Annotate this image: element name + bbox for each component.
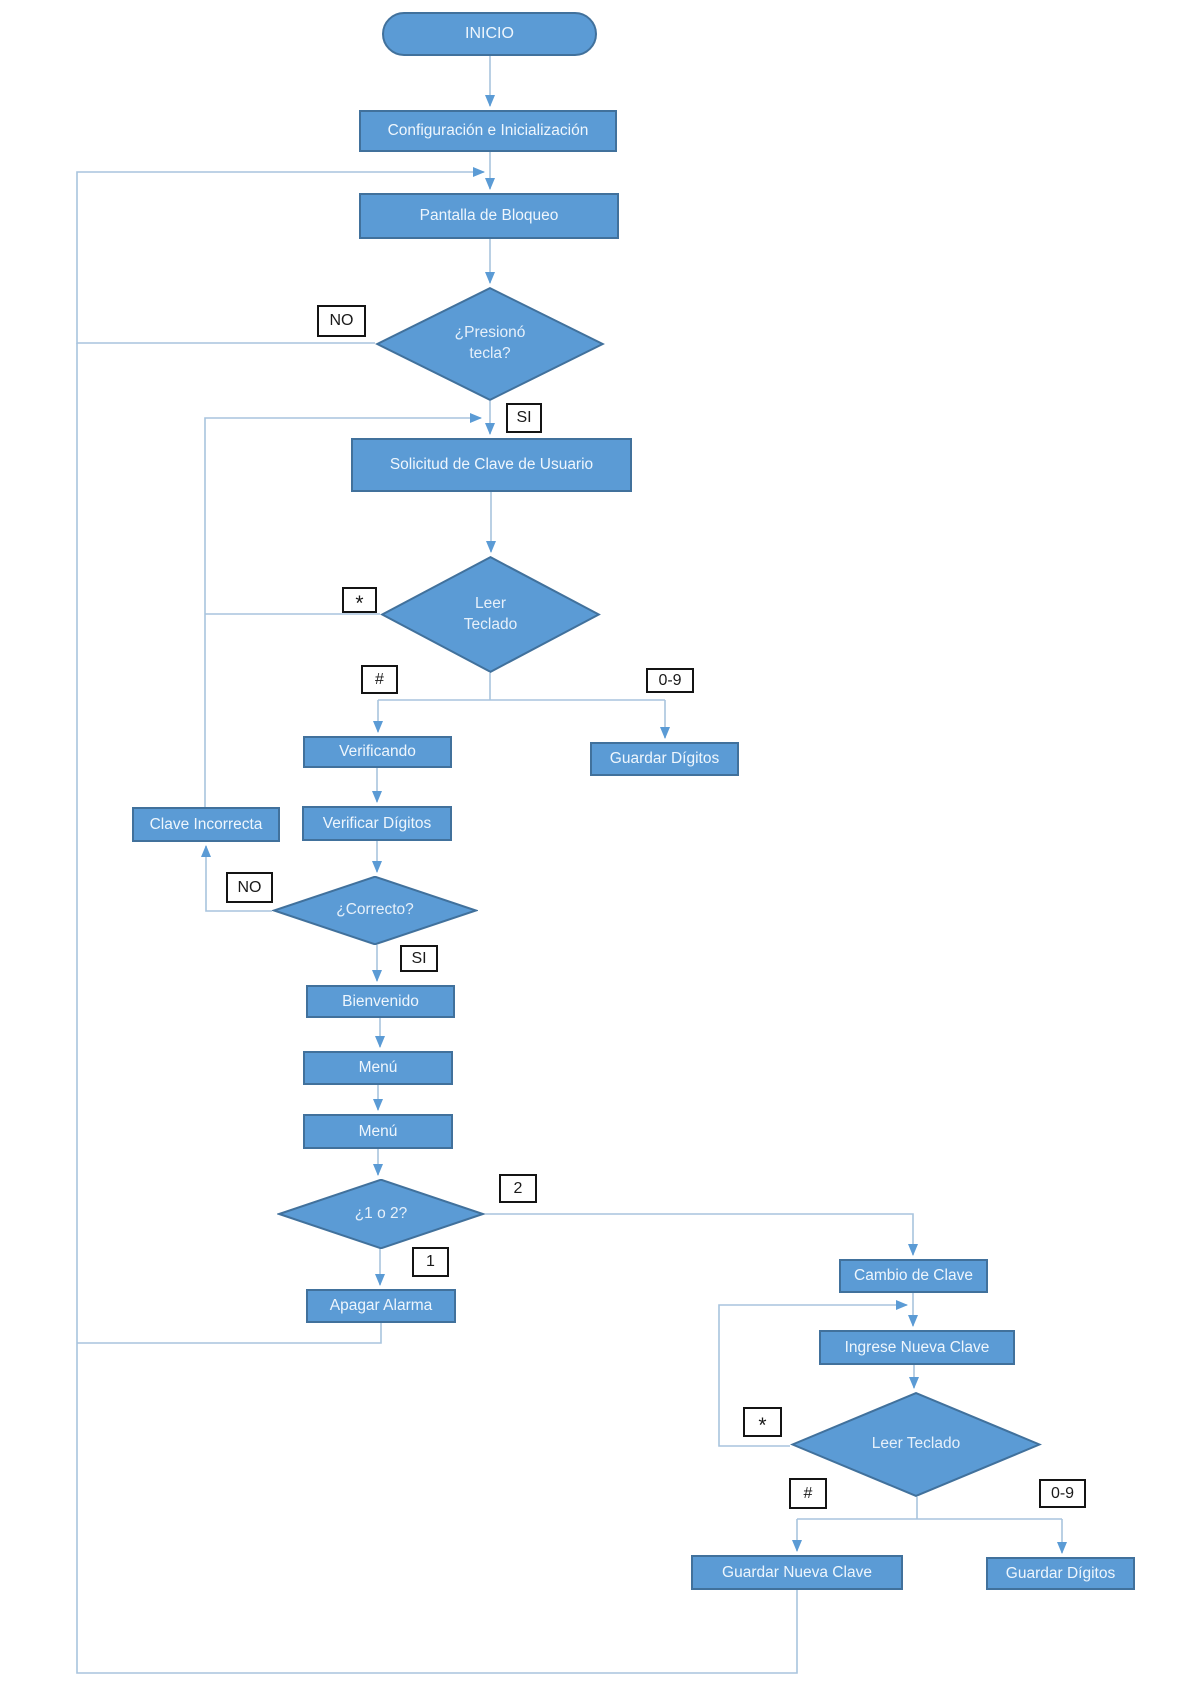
decision-correcto-label: ¿Correcto? [336, 901, 414, 919]
node-guardar-digitos-1: Guardar Dígitos [590, 742, 739, 776]
node-apagar-alarma: Apagar Alarma [306, 1289, 456, 1323]
edge-label-1: 1 [412, 1247, 449, 1277]
edge-unodos-cambio [485, 1213, 918, 1256]
edge-label-hash-1: # [361, 665, 398, 694]
edge-label-2: 2 [499, 1174, 537, 1203]
node-verificando: Verificando [303, 736, 452, 768]
edge-label-star-2: * [743, 1407, 782, 1437]
edge-label-no-1: NO [317, 305, 366, 337]
node-bienvenido: Bienvenido [306, 985, 455, 1018]
edge-apagar-loop [77, 1323, 382, 1344]
diamond-shape [272, 876, 478, 945]
node-configuracion-inicializacion: Configuración e Inicialización [359, 110, 617, 152]
node-verificar-digitos: Verificar Dígitos [302, 806, 452, 841]
edge-correcto-no [201, 845, 272, 912]
edge-label-si-1: SI [506, 403, 542, 433]
edge-label-hash-2: # [789, 1478, 827, 1509]
decision-presiono-line1: ¿Presionó [454, 324, 526, 342]
node-guardar-digitos-2: Guardar Dígitos [986, 1557, 1135, 1590]
node-menu-1: Menú [303, 1051, 453, 1085]
edge-star2-return [718, 1300, 908, 1447]
decision-leer1-line1: Leer [474, 594, 507, 612]
edge-label-digits-2: 0-9 [1039, 1479, 1086, 1508]
diamond-shape [790, 1392, 1042, 1497]
node-guardar-nueva-clave: Guardar Nueva Clave [691, 1555, 903, 1590]
decision-leer-teclado-1: Leer Teclado [380, 556, 601, 673]
node-ingrese-nueva-clave: Ingrese Nueva Clave [819, 1330, 1015, 1365]
node-clave-incorrecta: Clave Incorrecta [132, 807, 280, 842]
edge-label-no-2: NO [226, 872, 273, 903]
edge-no-return-loop [76, 167, 485, 344]
diamond-shape [380, 556, 601, 673]
edge-clave-incorrecta-return [204, 413, 482, 807]
diamond-shape [277, 1179, 485, 1249]
edge-bottom-loop [76, 343, 798, 1674]
node-pantalla-de-bloqueo: Pantalla de Bloqueo [359, 193, 619, 239]
decision-leer-teclado-2: Leer Teclado [790, 1392, 1042, 1497]
node-inicio: INICIO [382, 12, 597, 56]
decision-presiono-tecla: ¿Presionó tecla? [375, 287, 605, 401]
node-menu-2: Menú [303, 1114, 453, 1149]
decision-unodos-label: ¿1 o 2? [354, 1204, 408, 1222]
decision-correcto: ¿Correcto? [272, 876, 478, 945]
diamond-shape [375, 287, 605, 401]
edge-label-star-1: * [342, 587, 377, 614]
decision-leer1-line2: Teclado [463, 615, 518, 633]
decision-uno-o-dos: ¿1 o 2? [277, 1179, 485, 1249]
node-cambio-de-clave: Cambio de Clave [839, 1259, 988, 1293]
decision-presiono-line2: tecla? [469, 345, 511, 362]
decision-leer2-label: Leer Teclado [871, 1435, 961, 1453]
edge-label-digits-1: 0-9 [646, 668, 694, 693]
edge-label-si-2: SI [400, 945, 438, 972]
node-solicitud-clave-usuario: Solicitud de Clave de Usuario [351, 438, 632, 492]
